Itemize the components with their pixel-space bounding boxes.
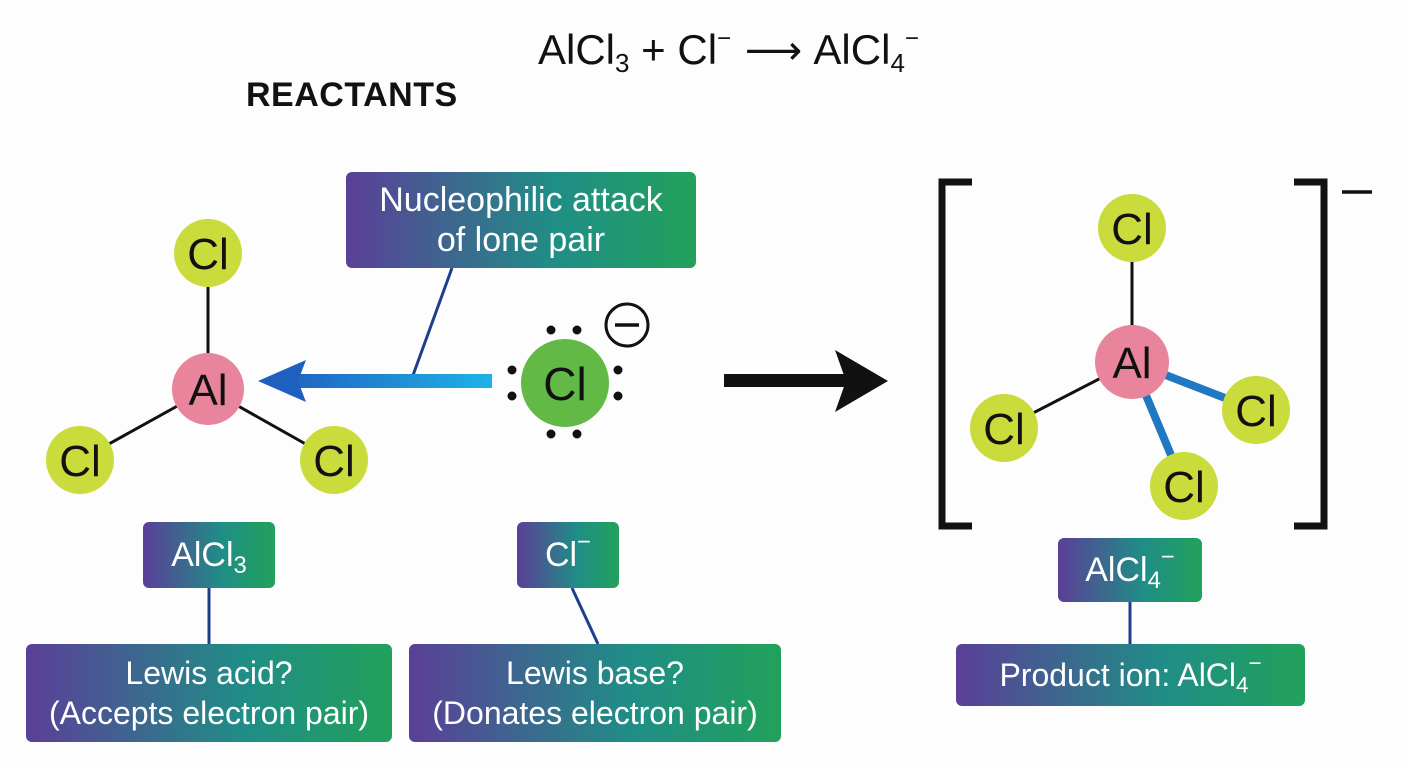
product-cl-left-label: Cl — [983, 405, 1025, 454]
negative-charge-icon — [604, 302, 650, 348]
alcl3-formula: AlCl3 — [171, 535, 247, 579]
atom-cl-left-label: Cl — [59, 437, 101, 486]
product-cl-bottom-label: Cl — [1163, 463, 1205, 512]
callout-line1: Nucleophilic attack — [379, 181, 663, 219]
nucleophilic-attack-callout: Nucleophilic attack of lone pair — [346, 172, 696, 268]
nucleophile-cl-label: Cl — [543, 358, 586, 410]
callout-connector — [410, 267, 454, 379]
eq-plus: + — [641, 26, 666, 73]
product-cl-top-label: Cl — [1111, 205, 1153, 254]
cl-minus-formula: Cl− — [544, 527, 591, 574]
alcl3-label: AlCl3 — [143, 522, 275, 588]
product-atom-cl-right — [1222, 376, 1290, 444]
atom-cl-right-label: Cl — [313, 437, 355, 486]
callout-line2: of lone pair — [436, 221, 606, 259]
product-cl-right-label: Cl — [1235, 387, 1277, 436]
nucleophile-cl — [521, 339, 609, 427]
eq-reactant1: AlCl3 — [538, 26, 630, 78]
lewis-acid-box: Lewis acid? (Accepts electron pair) — [26, 644, 392, 742]
nucleophilic-attack-arrow — [258, 360, 492, 402]
product-atom-cl-left — [970, 394, 1038, 462]
eq-product: AlCl4− — [813, 25, 919, 78]
atom-cl-top-label: Cl — [187, 230, 229, 279]
reaction-equation: AlCl3 + Cl− ⟶ AlCl4− — [538, 22, 919, 79]
lone-pair-dots — [507, 325, 623, 439]
reaction-arrow — [724, 350, 888, 412]
product-atom-cl-bottom — [1150, 452, 1218, 520]
product-ion-text: Product ion: AlCl4− — [999, 649, 1262, 698]
connector-cl-minus — [570, 587, 600, 645]
alcl4-formula: AlCl4− — [1085, 542, 1175, 594]
lewis-base-title: Lewis base? — [506, 655, 684, 691]
product-atom-cl-top — [1098, 194, 1166, 262]
atom-cl-top — [174, 219, 242, 287]
eq-reactant2: Cl− — [677, 25, 732, 73]
eq-arrow: ⟶ — [744, 29, 803, 73]
product-al-label: Al — [1112, 339, 1151, 388]
lewis-base-box: Lewis base? (Donates electron pair) — [409, 644, 781, 742]
cl-minus-label: Cl− — [517, 522, 619, 588]
reactants-heading: REACTANTS — [246, 76, 458, 114]
right-bracket — [1294, 178, 1328, 530]
lewis-acid-title: Lewis acid? — [125, 655, 293, 691]
left-bracket — [938, 178, 972, 530]
atom-cl-left — [46, 426, 114, 494]
lewis-base-desc: (Donates electron pair) — [432, 695, 758, 731]
product-atom-al — [1095, 325, 1169, 399]
atom-cl-right — [300, 426, 368, 494]
alcl4-label: AlCl4− — [1058, 538, 1202, 602]
atom-al-label: Al — [188, 366, 227, 415]
atom-al-center — [172, 353, 244, 425]
lewis-acid-desc: (Accepts electron pair) — [48, 695, 370, 731]
product-ion-box: Product ion: AlCl4− — [956, 644, 1305, 706]
